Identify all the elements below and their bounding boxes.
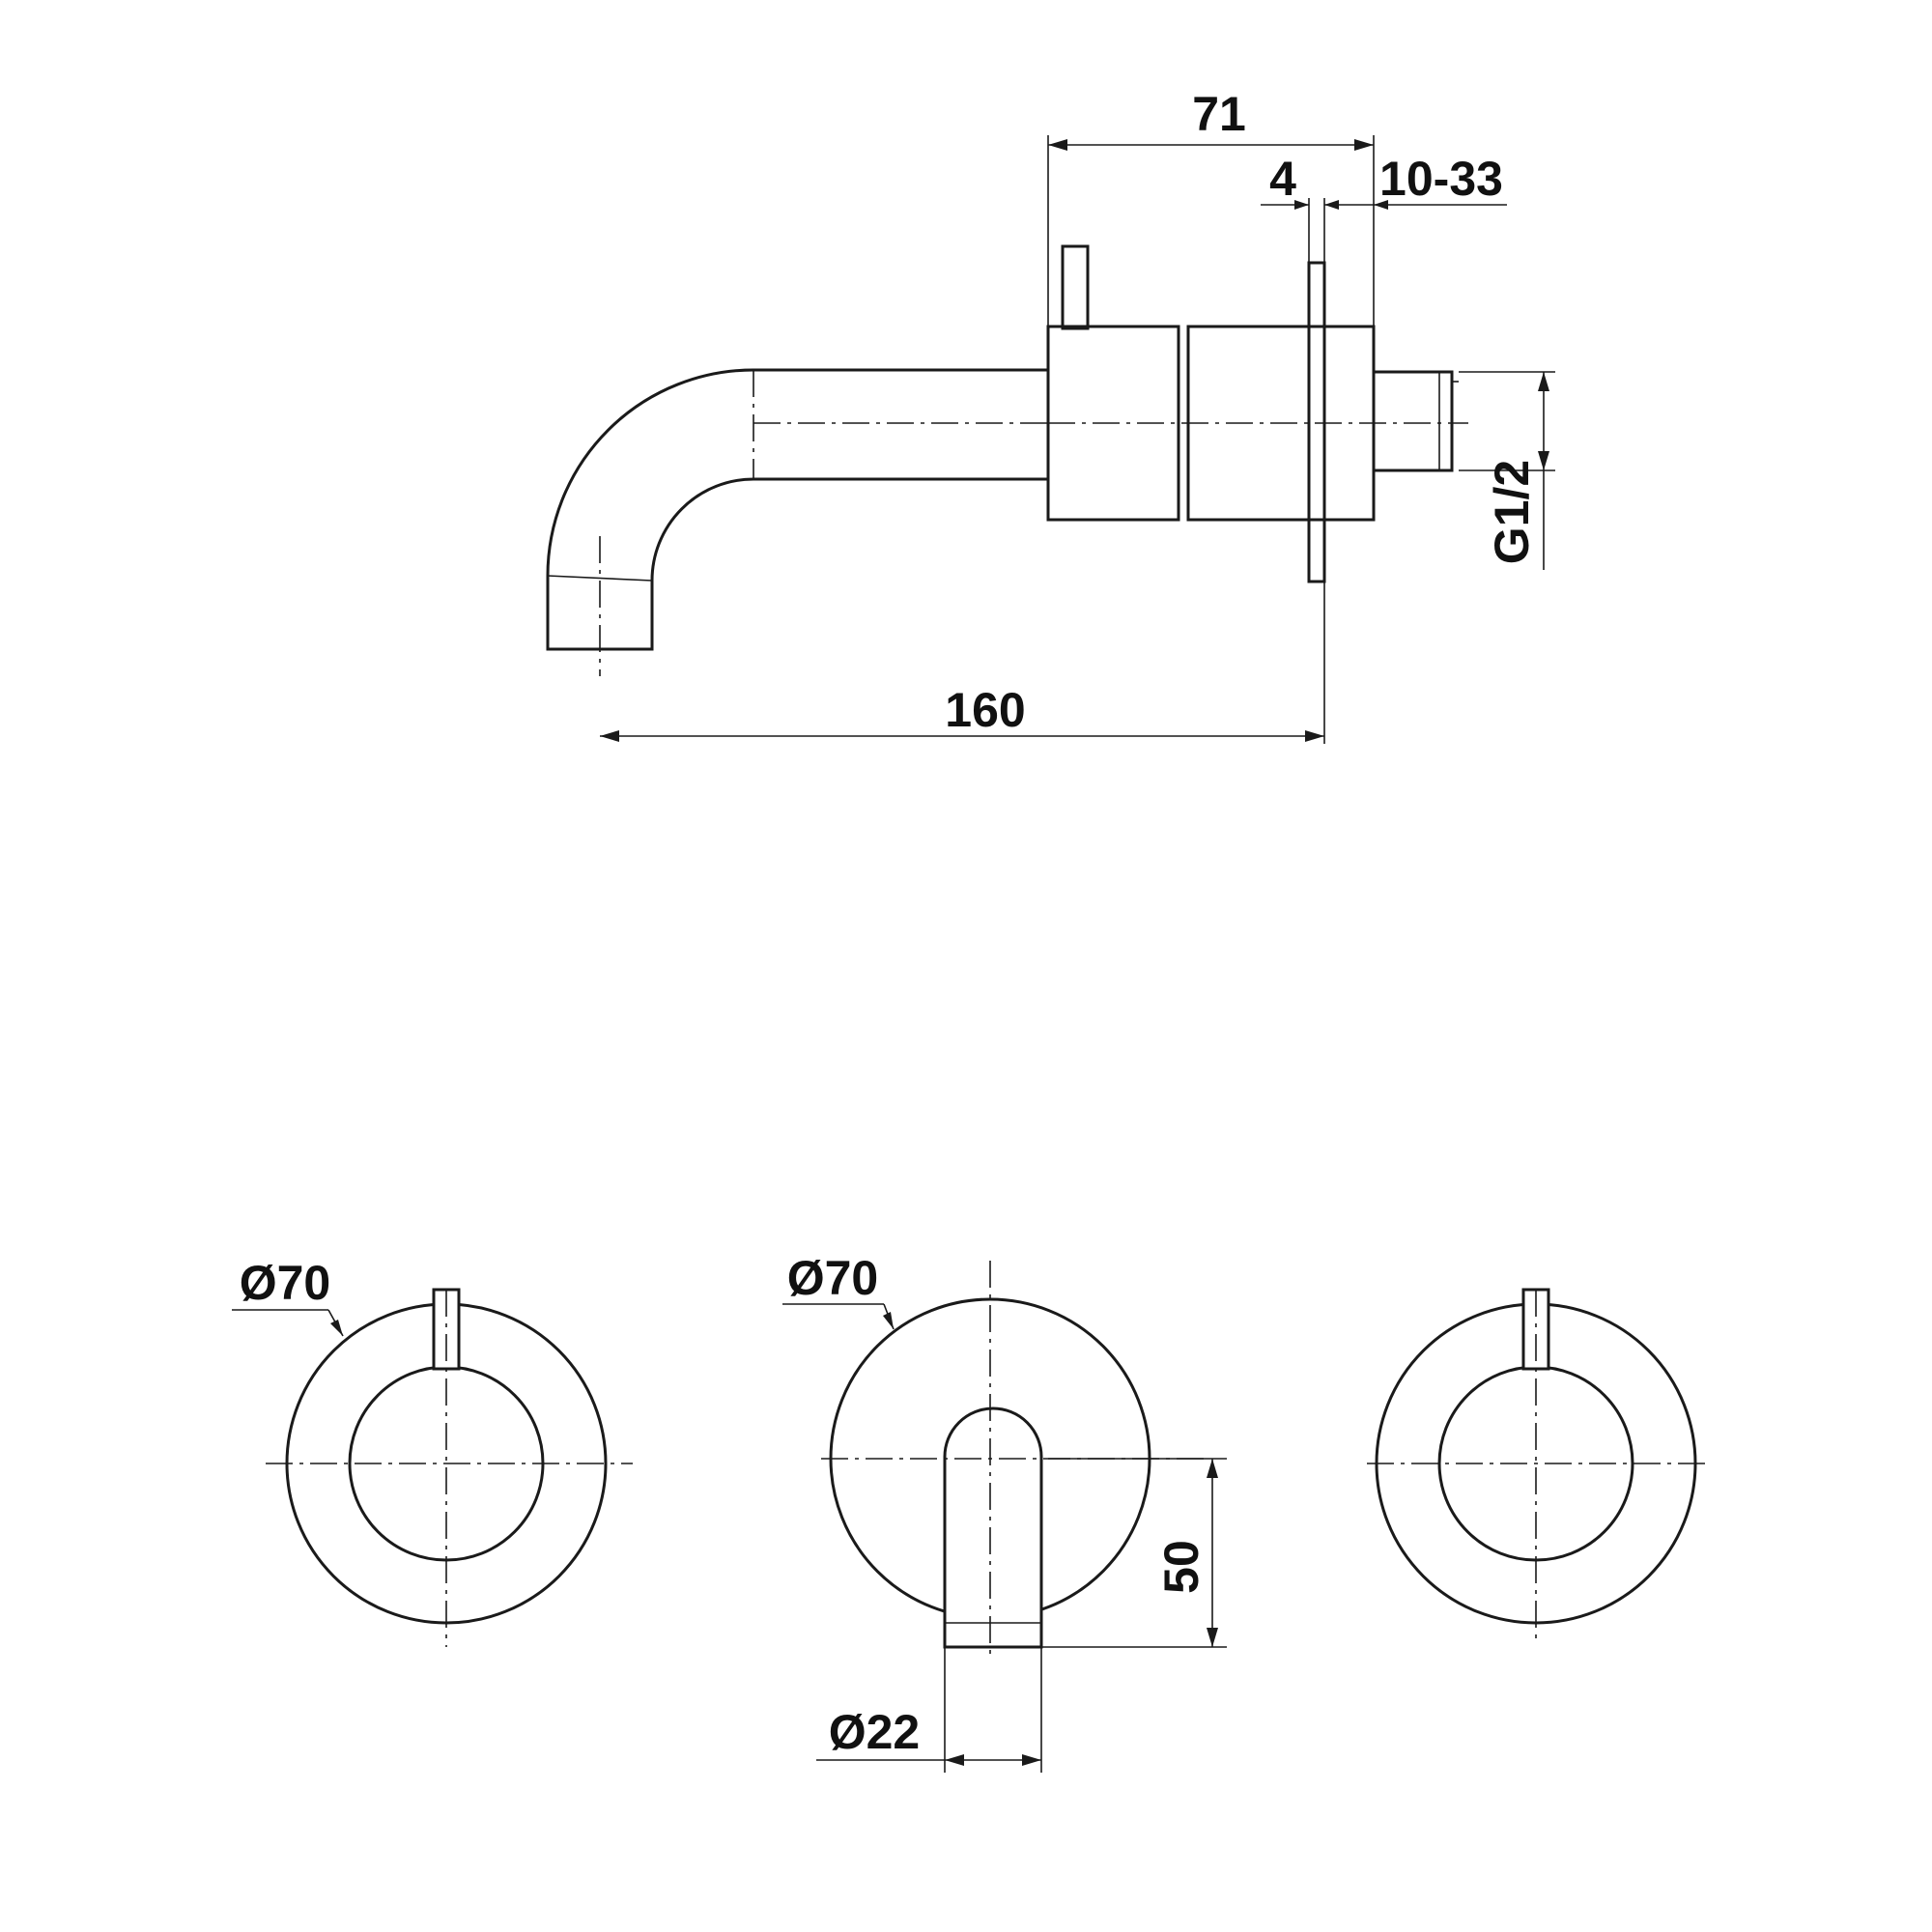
dim-label-22: Ø22 xyxy=(829,1705,921,1759)
arrow-10-33 xyxy=(1374,200,1388,210)
arrow-g12-bottom xyxy=(1538,451,1549,470)
arrow-4-left xyxy=(1294,200,1309,210)
dim-label-160: 160 xyxy=(945,683,1025,737)
arrow-160-right xyxy=(1305,730,1324,742)
inlet-thread xyxy=(1374,370,1454,472)
arrow-22-right xyxy=(1022,1754,1041,1766)
dim-label-10-33: 10-33 xyxy=(1379,152,1503,206)
front-view: Ø70 Ø70 50 Ø22 xyxy=(232,1251,1710,1773)
arrow-71-left xyxy=(1048,139,1067,151)
spout-front xyxy=(943,1406,1043,1649)
spout-plate: Ø70 50 Ø22 xyxy=(782,1251,1227,1773)
dim-label-g12: G1/2 xyxy=(1485,460,1539,564)
arrow-71-right xyxy=(1354,139,1374,151)
wall-flange xyxy=(1307,261,1326,583)
arrow-160-left xyxy=(600,730,619,742)
spout-outline xyxy=(546,368,1048,651)
dim-label-center-70: Ø70 xyxy=(787,1251,879,1305)
arrow-center-70 xyxy=(883,1312,894,1329)
dim-label-left-70: Ø70 xyxy=(240,1256,331,1310)
arrow-g12-top xyxy=(1538,372,1549,391)
left-handle: Ø70 xyxy=(232,1256,633,1647)
dim-label-4: 4 xyxy=(1269,152,1296,206)
arrow-50-bottom xyxy=(1207,1628,1218,1647)
arrow-22-left xyxy=(945,1754,964,1766)
dim-label-50: 50 xyxy=(1154,1540,1208,1594)
arrow-50-top xyxy=(1207,1459,1218,1478)
dim-label-71: 71 xyxy=(1192,87,1246,141)
side-view: 71 4 10-33 G1/2 160 xyxy=(546,87,1555,744)
arrow-left-70 xyxy=(330,1320,343,1336)
handle-lever xyxy=(1061,244,1090,330)
right-handle xyxy=(1367,1288,1710,1642)
spout-tip-line xyxy=(547,575,653,582)
